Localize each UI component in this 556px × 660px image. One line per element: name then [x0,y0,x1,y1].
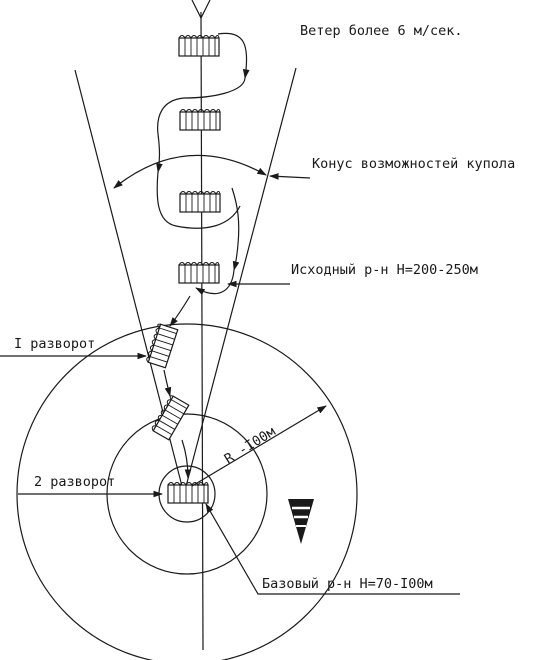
wind-vane-icon [191,0,211,20]
canopy-2 [179,108,221,131]
base-area-pointer-arrow [205,503,460,595]
initial-area-label: Исходный р-н H=200-250м [291,262,478,278]
canopy-4 [178,261,220,284]
first-turn-label: I разворот [14,336,95,352]
radius-label: R -I00м [222,424,279,468]
second-turn-label: 2 разворот [34,474,115,490]
cone-label: Конус возможностей купола [312,156,515,172]
base-area-label: Базовый р-н H=70-I00м [262,576,433,592]
wind-sock-icon [288,499,314,544]
radius-arrow [191,405,327,487]
canopy-1 [178,34,220,57]
canopy-base [167,481,209,504]
approach-flight-path [156,32,250,479]
canopy-first-turn [145,322,179,369]
wind-label: Ветер более 6 м/сек. [300,23,463,39]
canopy-second-leg [150,394,190,441]
outer-circle [16,323,358,660]
cone-pointer-arrow [269,173,311,180]
cone-arc-arrow [113,154,267,189]
canopy-3 [179,190,221,213]
